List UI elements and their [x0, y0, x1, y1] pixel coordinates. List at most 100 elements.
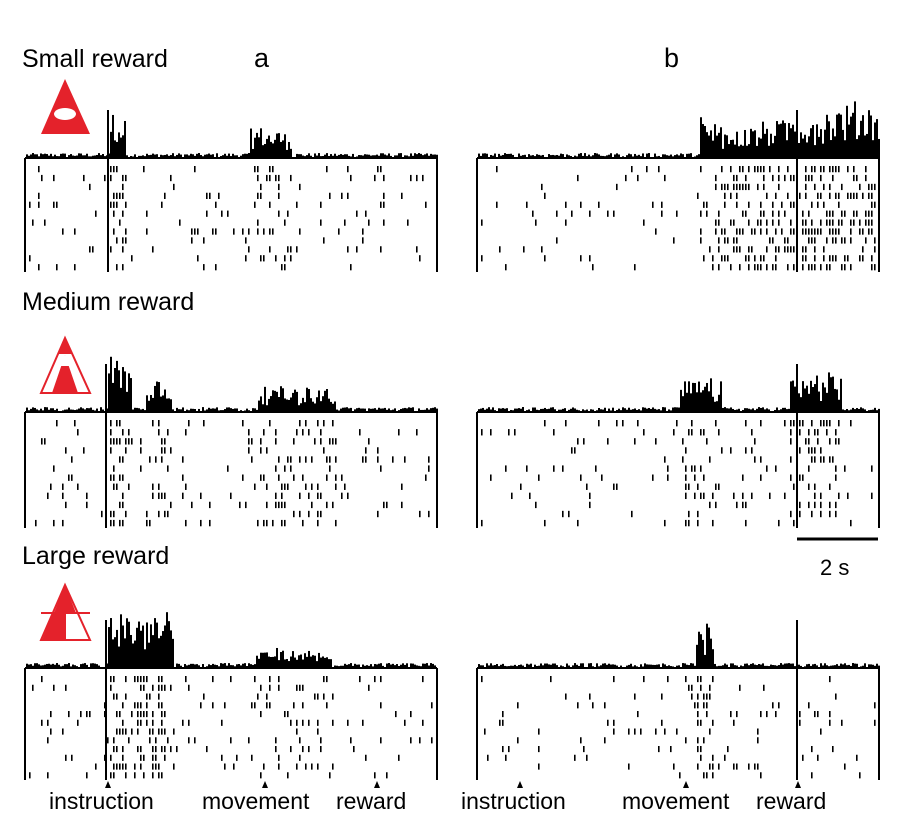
histogram-bin	[246, 153, 248, 158]
histogram-bin	[850, 409, 852, 412]
raster-spike	[62, 228, 64, 235]
histogram-bin	[26, 407, 28, 412]
raster-spike	[655, 228, 657, 235]
histogram-bin	[522, 665, 524, 668]
histogram-bin	[544, 663, 546, 668]
histogram-bin	[552, 154, 554, 158]
raster-spike	[700, 684, 702, 691]
raster-spike	[140, 465, 142, 472]
histogram-bin	[108, 627, 110, 668]
histogram-bin	[806, 664, 808, 668]
raster-spike	[661, 210, 663, 217]
raster-spike	[104, 754, 106, 761]
raster-spike	[125, 447, 127, 454]
raster-spike	[772, 201, 774, 208]
raster-spike	[844, 255, 846, 262]
raster-spike	[799, 192, 801, 199]
raster-spike	[520, 483, 522, 490]
histogram-bin	[676, 407, 678, 412]
raster-spike	[140, 702, 142, 709]
raster-spike	[745, 174, 747, 182]
histogram-bin	[520, 408, 522, 412]
raster-spike	[137, 728, 139, 735]
raster-spike	[853, 210, 855, 217]
raster-spike	[92, 246, 94, 253]
histogram-bin	[152, 153, 154, 158]
raster-spike	[715, 420, 717, 427]
raster-spike	[613, 210, 615, 217]
raster-spike	[700, 166, 702, 173]
histogram-bin	[748, 408, 750, 412]
histogram-bin	[554, 409, 556, 412]
histogram-bin	[302, 155, 304, 158]
raster-spike	[865, 174, 867, 182]
raster-spike	[727, 183, 729, 191]
raster-spike	[856, 210, 858, 217]
raster-spike	[41, 174, 43, 182]
raster-spike	[802, 264, 804, 271]
raster-spike	[724, 228, 726, 235]
raster-spike	[736, 237, 738, 244]
histogram-bin	[788, 123, 790, 158]
histogram-bin	[158, 638, 160, 668]
raster-spike	[65, 501, 67, 509]
raster-spike	[47, 772, 49, 779]
histogram-bin	[394, 155, 396, 158]
raster-spike	[706, 210, 708, 217]
histogram-bin	[850, 665, 852, 668]
histogram-bin	[226, 665, 228, 668]
raster-spike	[68, 711, 70, 718]
raster-spike	[380, 737, 382, 744]
raster-spike	[703, 772, 705, 779]
raster-spike	[634, 438, 636, 445]
histogram-bin	[310, 656, 312, 668]
histogram-bin	[178, 663, 180, 668]
raster-spike	[248, 246, 250, 253]
histogram-bin	[514, 664, 516, 668]
histogram-bin	[320, 657, 322, 668]
histogram-bin	[80, 664, 82, 668]
raster-spike	[374, 772, 376, 779]
raster-spike	[529, 492, 531, 500]
histogram-bin	[110, 131, 112, 158]
histogram-bin	[244, 153, 246, 158]
raster-spike	[185, 519, 187, 527]
histogram-bin	[824, 387, 826, 412]
histogram-bin	[298, 655, 300, 668]
raster-spike	[481, 519, 483, 527]
histogram-bin	[824, 663, 826, 668]
raster-spike	[811, 166, 813, 173]
histogram-bin	[290, 397, 292, 412]
raster-spike	[341, 192, 343, 199]
raster-spike	[164, 754, 166, 761]
raster-spike	[859, 255, 861, 262]
raster-spike	[110, 201, 112, 208]
raster-spike	[398, 754, 400, 761]
histogram-bin	[506, 408, 508, 412]
raster-spike	[700, 746, 702, 753]
histogram-bin	[864, 409, 866, 412]
histogram-bin	[370, 664, 372, 668]
raster-spike	[796, 420, 798, 427]
histogram-bin	[760, 664, 762, 668]
histogram-bin	[696, 392, 698, 412]
raster-spike	[568, 510, 570, 518]
histogram-bin	[36, 663, 38, 668]
histogram-bin	[252, 664, 254, 668]
raster-spike	[682, 456, 684, 463]
raster-spike	[799, 719, 801, 726]
raster-spike	[691, 465, 693, 472]
raster-spike	[805, 219, 807, 226]
histogram-bin	[368, 665, 370, 668]
raster-spike	[847, 192, 849, 199]
raster-spike	[251, 754, 253, 761]
histogram-bin	[704, 386, 706, 412]
histogram-bin	[780, 663, 782, 668]
histogram-bin	[782, 120, 784, 158]
raster-spike	[835, 192, 837, 199]
raster-spike	[116, 763, 118, 770]
histogram-bin	[608, 154, 610, 158]
raster-spike	[640, 728, 642, 735]
histogram-bin	[48, 155, 50, 158]
raster-spike	[814, 447, 816, 454]
